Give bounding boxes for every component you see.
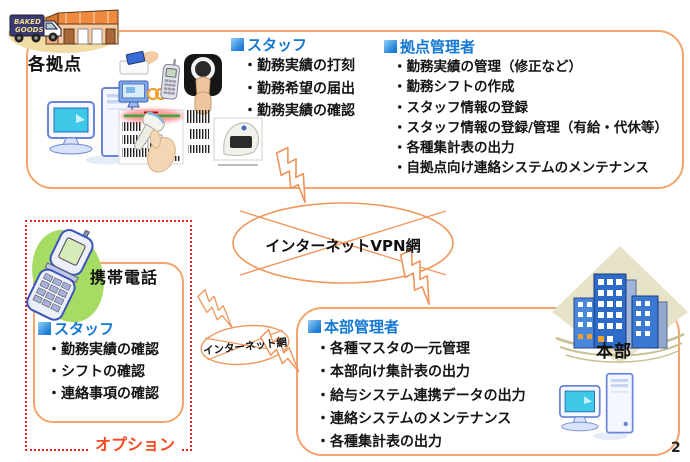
- truck-text-line1: BAKED: [14, 18, 41, 26]
- blue-square-icon: [38, 322, 51, 335]
- hq-manager-title: 本部管理者: [324, 318, 400, 336]
- mobile-staff-title: スタッフ: [54, 320, 115, 338]
- list-item: ・連絡事項の確認: [47, 386, 159, 402]
- devices-illustration: [118, 50, 263, 173]
- list-item: ・勤務シフトの作成: [393, 79, 515, 96]
- fingerprint-reader-art: [184, 54, 222, 115]
- list-item: ・勤務実績の打刻: [243, 58, 355, 74]
- hq-manager-header: 本部管理者: [308, 316, 399, 337]
- mobile-staff-items: ・勤務実績の確認 ・シフトの確認 ・連絡事項の確認: [47, 339, 159, 405]
- hand-art: [146, 129, 176, 173]
- truck-art: BAKED GOODS: [9, 14, 62, 43]
- truck-text-line2: GOODS: [15, 26, 44, 34]
- vpn-network-label: インターネットVPN網: [265, 237, 421, 255]
- page-number: 2: [671, 440, 681, 456]
- vpn-ellipse: [232, 202, 454, 284]
- list-item: ・スタッフ情報の登録/管理（有給・代休等）: [393, 119, 668, 136]
- device-caption: [218, 164, 258, 166]
- list-item: ・シフトの確認: [47, 364, 145, 380]
- card-reader-art: [119, 50, 159, 75]
- hq-box: [296, 307, 680, 456]
- warehouse-art: [45, 9, 119, 45]
- hq-manager-items: ・各種マスタの一元管理 ・本部向け集計表の出力 ・給与システム連携データの出力 …: [316, 338, 526, 454]
- list-item: ・勤務実績の管理（修正など）: [393, 59, 582, 75]
- list-item: ・各種集計表の出力: [393, 140, 515, 157]
- list-item: ・連絡システムのメンテナンス: [316, 410, 512, 427]
- sites-staff-title: スタッフ: [247, 36, 308, 54]
- list-item: ・勤務希望の届出: [243, 80, 355, 97]
- blue-square-icon: [231, 38, 244, 51]
- list-item: ・勤務実績の確認: [47, 342, 159, 358]
- sites-manager-header: 拠点管理者: [384, 36, 475, 57]
- blue-square-icon: [384, 40, 397, 53]
- list-item: ・各種マスタの一元管理: [316, 341, 470, 357]
- hq-pc-illustration: [558, 372, 638, 443]
- list-item: ・自拠点向け連絡システムのメンテナンス: [393, 160, 649, 177]
- sites-staff-header: スタッフ: [231, 34, 307, 55]
- sites-manager-title: 拠点管理者: [400, 38, 476, 56]
- flip-phone-art: [26, 229, 94, 321]
- mobile-phone-illustration: [26, 229, 104, 323]
- timeclock-art: [213, 117, 263, 166]
- option-label: オプション: [90, 431, 181, 455]
- list-item: ・各種集計表の出力: [316, 434, 442, 451]
- scanner-art: [133, 111, 165, 151]
- lightning-bolt-icon: [266, 144, 323, 205]
- hq-illustration: [552, 246, 688, 364]
- list-item: ・スタッフ情報の登録: [393, 99, 528, 116]
- buildings-art: [573, 273, 668, 349]
- cell-phone-art: [160, 58, 181, 100]
- link-ring-icon: [146, 87, 160, 101]
- sites-box: [26, 30, 684, 189]
- lightning-bolt-icon: [192, 287, 242, 330]
- store-illustration: BAKED GOODS: [8, 9, 120, 53]
- list-item: ・給与システム連携データの出力: [316, 387, 526, 404]
- monitor-art: [118, 80, 149, 108]
- list-item: ・本部向け集計表の出力: [316, 364, 470, 381]
- list-item: ・勤務実績の確認: [243, 103, 355, 119]
- mobile-box: [33, 262, 184, 423]
- hq-label: 本部: [596, 342, 632, 362]
- barcode-labels-art: [187, 110, 211, 153]
- mobile-label: 携帯電話: [90, 268, 159, 287]
- mobile-staff-header: スタッフ: [38, 318, 114, 339]
- blue-square-icon: [308, 320, 321, 333]
- sites-label: 各拠点: [28, 55, 82, 75]
- sites-manager-items: ・勤務実績の管理（修正など） ・勤務シフトの作成 ・スタッフ情報の登録 ・スタッ…: [393, 57, 668, 179]
- sites-staff-items: ・勤務実績の打刻 ・勤務希望の届出 ・勤務実績の確認: [243, 55, 355, 123]
